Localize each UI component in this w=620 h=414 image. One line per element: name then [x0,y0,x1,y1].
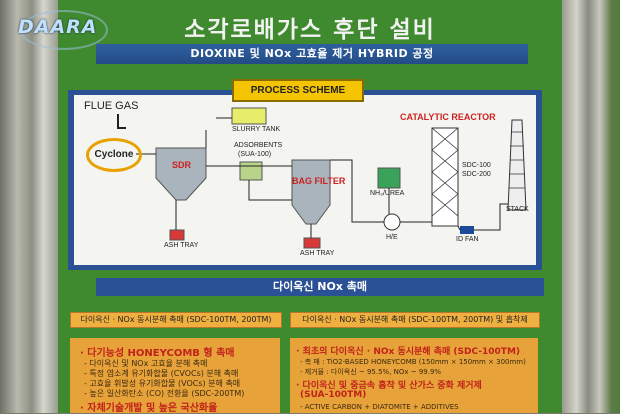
left-box-line-4: - 높은 일산화탄소 (CO) 전환율 (SDC-200TM) [84,389,245,398]
stack-label: STACK [506,206,529,213]
poster-subtitle: DIOXINE 및 NOx 고효율 제거 HYBRID 공정 [96,44,528,64]
process-scheme-label: PROCESS SCHEME [232,79,364,102]
right-box-line-5: - ACTIVE CARBON + DIATOMITE + ADDITIVES [300,403,459,411]
nh3-tank [377,167,401,189]
stack [507,119,527,211]
right-frame-post [562,0,620,413]
right-feature-box [290,338,538,413]
left-catalyst-tag: 다이옥신 · NOx 동시분해 촉매 (SDC-100TM, 200TM) [70,312,282,328]
right-box-head: · 최초의 다이옥신 · NOx 동시분해 촉매 (SDC-100TM) [296,347,521,357]
adsorbents-label: ADSORBENTS [234,142,283,149]
left-feature-box [70,338,280,413]
heat-exchanger [383,213,401,231]
flue-gas-label: FLUE GAS [84,100,139,112]
ash-tray-2-label: ASH TRAY [300,250,335,257]
he-label: H/E [386,234,398,241]
id-fan [460,226,474,234]
sdc100-label: SDC-100 [462,162,491,169]
sdc200-label: SDC-200 [462,171,491,178]
left-box-line-5: · 자체기술개발 및 높은 국산화율 [80,403,218,414]
cyclone-label: Cyclone [86,138,142,172]
right-box-line-2: - 제거율 : 다이옥신 ~ 95.5%, NOx ~ 99.9% [300,368,442,376]
left-box-head: · 다기능성 HONEYCOMB 형 촉매 [80,348,235,359]
right-catalyst-tag: 다이옥신 · NOx 동시분해 촉매 (SDC-100TM, 200TM) 및 … [290,312,540,328]
catalytic-reactor-label: CATALYTIC REACTOR [400,112,496,122]
adsorbent-hopper [239,161,263,181]
sdr-vessel [155,147,207,201]
bag-filter-label: BAG FILTER [292,176,346,186]
nh3-urea-label: NH₃/UREA [370,190,405,197]
right-box-line-4: (SUA-100TM) [300,390,367,400]
sdr-label: SDR [172,160,192,170]
catalytic-reactor [431,127,459,227]
left-box-line-2: - 특정 염소계 유기화합물 (CVOCs) 분해 촉매 [84,369,239,378]
slurry-tank-label: SLURRY TANK [232,126,281,133]
logo-swoosh [20,10,108,50]
adsorbents-code: (SUA-100) [238,151,272,158]
left-box-line-3: - 고효율 휘발성 유기화합물 (VOCs) 분해 촉매 [84,379,241,388]
id-fan-label: ID FAN [456,236,479,243]
right-box-line-3: · 다이옥신 및 중금속 흡착 및 산가스 중화 제거제 [296,381,482,391]
catalyst-section-heading: 다이옥신 NOx 촉매 [96,278,544,296]
left-frame-post [0,0,58,413]
ash-tray-1-box [169,229,185,241]
brand-logo: DAARA [18,16,98,38]
ash-tray-1-label: ASH TRAY [164,242,199,249]
bag-filter-vessel [291,159,331,225]
right-box-line-1: - 촉 매 : TiO2-BASED HONEYCOMB (150mm × 15… [300,358,526,366]
ash-tray-2-box [303,237,321,249]
poster-title: 소각로배가스 후단 설비 [184,16,436,43]
left-box-line-1: - 다이옥신 및 NOx 고효율 분해 촉매 [84,359,208,368]
slurry-tank [231,107,267,125]
